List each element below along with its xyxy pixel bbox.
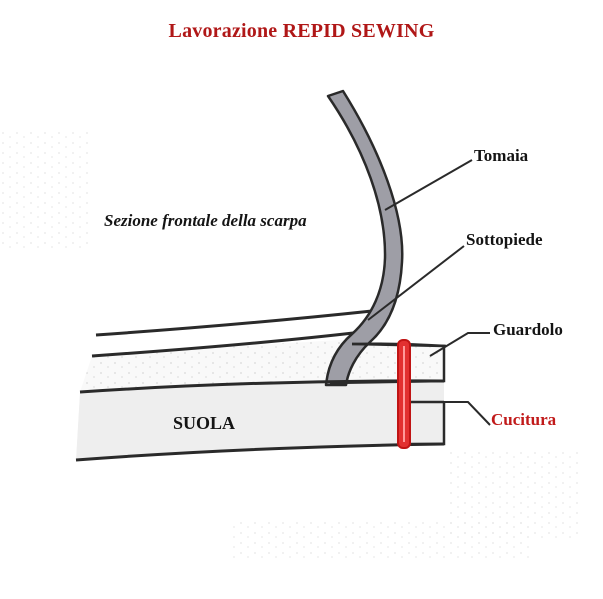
label-cucitura: Cucitura [491, 410, 557, 429]
insole-bottom-line [91, 330, 363, 358]
label-sottopiede: Sottopiede [466, 230, 543, 249]
background-texture [0, 130, 580, 560]
leader-sottopiede [367, 245, 465, 321]
midsole-bottom-line [79, 379, 445, 394]
leader-cucitura [412, 401, 491, 426]
label-suola: SUOLA [173, 413, 236, 433]
insole-top-line [95, 309, 373, 337]
upper-leather [324, 89, 404, 387]
leader-guardolo [429, 332, 490, 357]
sole-bottom-line [75, 442, 445, 462]
sole-body [76, 380, 444, 460]
diagram-title: Lavorazione REPID SEWING [168, 20, 435, 42]
leader-tomaia [384, 159, 473, 211]
label-guardolo: Guardolo [493, 320, 563, 339]
label-tomaia: Tomaia [474, 146, 529, 165]
diagram-caption: Sezione frontale della scarpa [104, 211, 307, 230]
